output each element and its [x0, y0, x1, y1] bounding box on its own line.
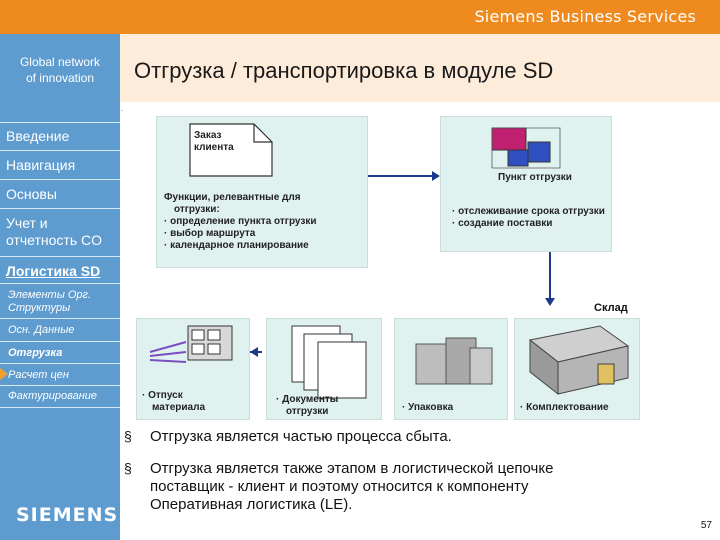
functions-block: Функции, релевантные для отгрузки: · опр…: [164, 192, 364, 252]
order-doc-label: Заказ клиента: [194, 130, 234, 154]
order-doc-line2: клиента: [194, 142, 234, 154]
step-label-line2: отгрузки: [276, 406, 338, 418]
bullet-2-line1: Отгрузка является также этапом в логисти…: [150, 460, 690, 478]
bullet-2: Отгрузка является также этапом в логисти…: [150, 460, 690, 514]
warehouse-label: Склад: [594, 302, 628, 314]
packages-icon: [416, 338, 492, 384]
bullet-2-line3: Оперативная логистика (LE).: [150, 496, 690, 514]
shipping-point-icon: [492, 128, 560, 168]
step-picking: · Комплектование: [520, 402, 609, 414]
shipping-function-item: · создание поставки: [452, 218, 610, 230]
bullet-marker: §: [124, 460, 132, 476]
bullet-marker: §: [124, 428, 132, 444]
arrow-left-icon: [250, 347, 262, 357]
step-packing: · Упаковка: [402, 402, 453, 414]
step-label-line2: материала: [142, 402, 205, 414]
step-shipping-docs: · Документы отгрузки: [276, 394, 338, 418]
shipping-point-label: Пункт отгрузки: [498, 172, 572, 184]
warehouse-icon: [530, 326, 628, 394]
step-label-line1: · Упаковка: [402, 402, 453, 414]
step-goods-issue: · Отпуск материала: [142, 390, 205, 414]
function-item: · календарное планирование: [164, 240, 364, 252]
functions-title-line1: Функции, релевантные для: [164, 192, 364, 204]
shipping-function-item: · отслеживание срока отгрузки: [452, 206, 610, 218]
step-label-line1: · Документы: [276, 394, 338, 406]
cabinet-icon: [150, 326, 232, 362]
step-label-line1: · Отпуск: [142, 390, 205, 402]
bullet-1: Отгрузка является частью процесса сбыта.: [150, 428, 690, 446]
shipping-functions: · отслеживание срока отгрузки · создание…: [452, 206, 610, 230]
step-label-line1: · Комплектование: [520, 402, 609, 414]
order-doc-line1: Заказ: [194, 130, 234, 142]
arrow-right-icon: [368, 171, 440, 181]
function-item: · выбор маршрута: [164, 228, 364, 240]
documents-icon: [292, 326, 366, 398]
functions-title-line2: отгрузки:: [164, 204, 364, 216]
bullet-1-bold: Отгрузка: [150, 428, 212, 445]
function-item: · определение пункта отгрузки: [164, 216, 364, 228]
bullet-1-rest: является частью процесса сбыта.: [212, 428, 452, 445]
page-number: 57: [701, 520, 712, 531]
arrow-down-icon: [545, 252, 555, 306]
bullet-2-line2: поставщик - клиент и поэтому относится к…: [150, 478, 690, 496]
